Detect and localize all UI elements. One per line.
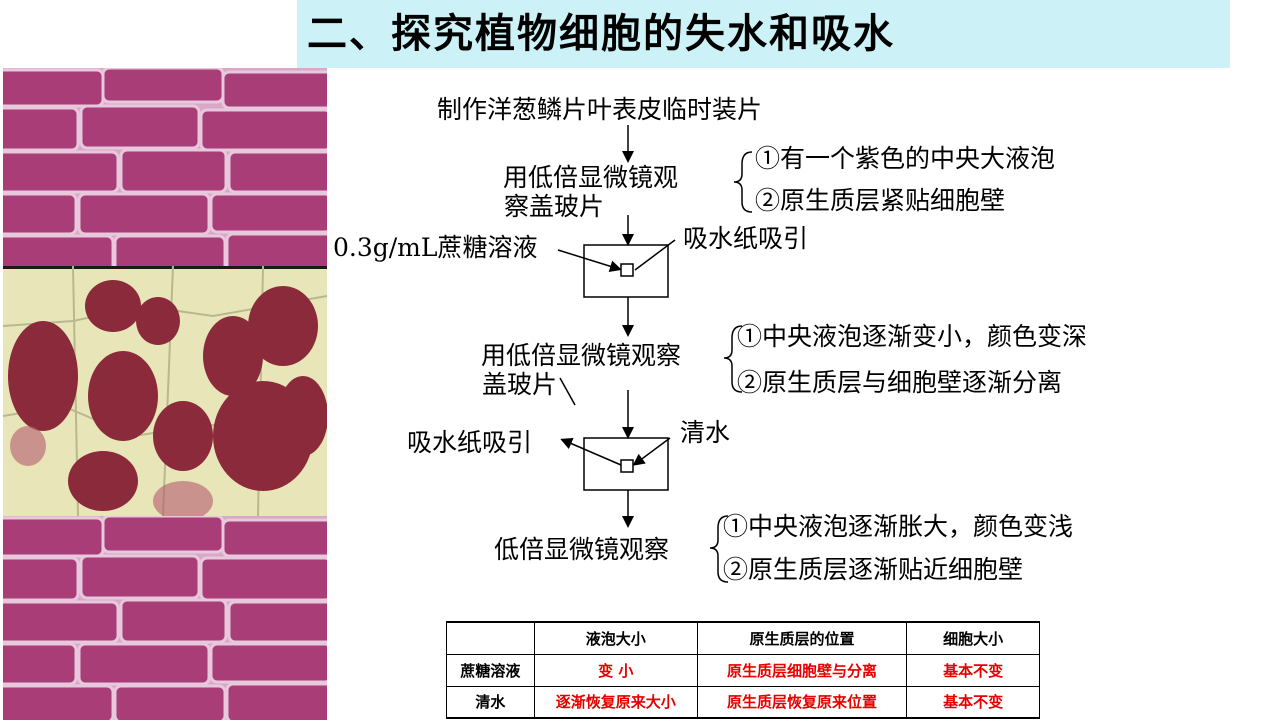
table-cell: 基本不变 [906, 653, 1040, 687]
step-observe-3: 低倍显微镜观察 [494, 535, 670, 564]
table-header-cell [446, 621, 535, 655]
micrograph-normal-cells [3, 68, 327, 266]
coverslip-2 [620, 459, 634, 473]
comparison-table: 液泡大小 原生质层的位置 细胞大小 蔗糖溶液 变 小 原生质层细胞壁与分离 基本… [446, 621, 1040, 719]
table-cell: 基本不变 [906, 685, 1040, 719]
micrograph-recovered-cells [3, 516, 327, 720]
brace-1 [733, 151, 753, 213]
table-row: 清水 逐渐恢复原来大小 原生质层恢复原来位置 基本不变 [446, 685, 1040, 719]
row-label: 蔗糖溶液 [446, 653, 535, 687]
row-label: 清水 [446, 685, 535, 719]
slide-1 [583, 244, 669, 298]
micrograph-plasmolysis [3, 266, 327, 516]
observation-2-1: ①中央液泡逐渐变小，颜色变深 [737, 322, 1088, 351]
observation-1-2: ②原生质层紧贴细胞壁 [755, 186, 1006, 215]
table-header-cell: 细胞大小 [906, 621, 1040, 655]
title-bar: 二、探究植物细胞的失水和吸水 [297, 0, 1230, 68]
table-header-row: 液泡大小 原生质层的位置 细胞大小 [446, 621, 1040, 655]
step-observe-1-line2: 察盖玻片 [504, 192, 605, 221]
table-cell: 原生质层恢复原来位置 [696, 685, 908, 719]
sucrose-solution-label: 0.3g/mL蔗糖溶液 [333, 233, 538, 262]
table-cell: 原生质层细胞壁与分离 [696, 653, 908, 687]
table-row: 蔗糖溶液 变 小 原生质层细胞壁与分离 基本不变 [446, 653, 1040, 687]
observation-3-2: ②原生质层逐渐贴近细胞壁 [723, 555, 1024, 584]
step-observe-1-line1: 用低倍显微镜观 [503, 163, 679, 192]
step-observe-2-line1: 用低倍显微镜观察 [481, 341, 682, 370]
observation-3-1: ①中央液泡逐渐胀大，颜色变浅 [723, 512, 1074, 541]
slide-2 [583, 437, 669, 491]
water-label: 清水 [680, 418, 731, 447]
absorbent-paper-label-2: 吸水纸吸引 [407, 428, 533, 457]
table-cell: 变 小 [533, 653, 698, 687]
table-cell: 逐渐恢复原来大小 [533, 685, 698, 719]
step-make-slide: 制作洋葱鳞片叶表皮临时装片 [437, 95, 763, 124]
table-header-cell: 液泡大小 [533, 621, 698, 655]
absorbent-paper-label-1: 吸水纸吸引 [683, 224, 809, 253]
coverslip-1 [620, 263, 634, 277]
observation-1-1: ①有一个紫色的中央大液泡 [755, 144, 1056, 173]
page-title: 二、探究植物细胞的失水和吸水 [307, 11, 895, 57]
step-observe-2-line2: 盖玻片 [482, 370, 558, 399]
table-header-cell: 原生质层的位置 [696, 621, 908, 655]
observation-2-2: ②原生质层与细胞壁逐渐分离 [737, 368, 1063, 397]
